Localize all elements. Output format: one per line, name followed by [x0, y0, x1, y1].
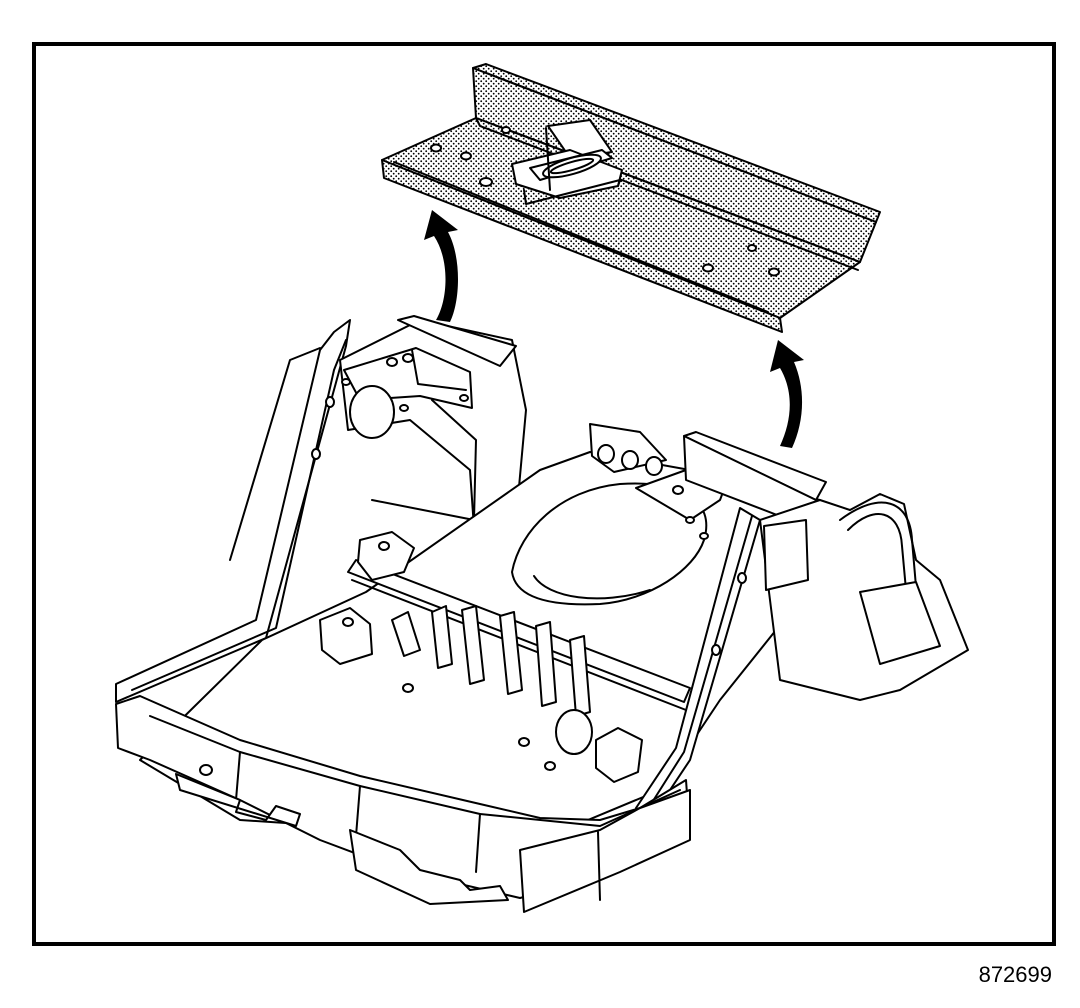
rear-body-structure [115, 315, 969, 913]
diagram-border [32, 42, 1056, 946]
floor-ribs [391, 605, 591, 717]
removal-arrow-left: arrow-up-curved-icon [424, 210, 458, 322]
figure-number: 872699 [978, 962, 1052, 987]
removal-arrow-right: arrow-up-curved-icon [770, 340, 804, 448]
latch-bracket [511, 119, 623, 205]
removed-panel [381, 63, 881, 333]
